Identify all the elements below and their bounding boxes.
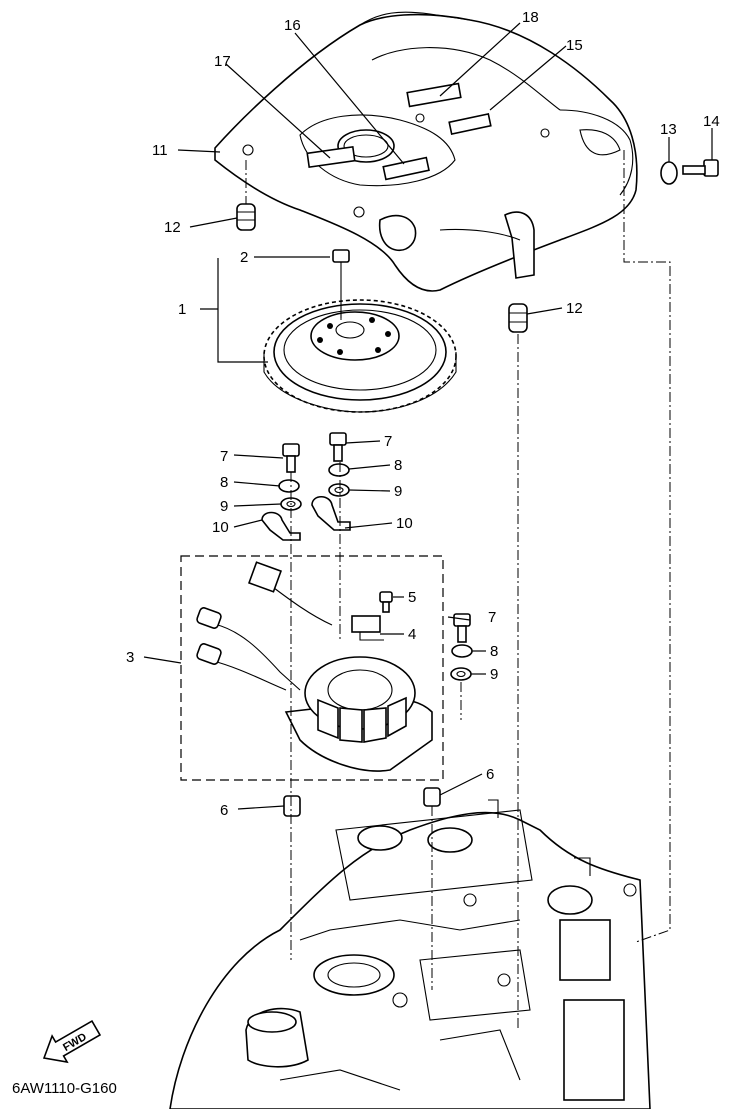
callout-11: 11: [152, 142, 168, 159]
clamp-10-right: [311, 495, 351, 531]
callout-9-middle: 9: [394, 483, 402, 500]
callout-15: 15: [566, 37, 583, 54]
leader-lines: [143, 22, 713, 810]
callout-17: 17: [214, 53, 231, 70]
callout-labels: 1 2 3 4 5 6 6 7 7 7 8 8 8 9 9 9 10 10 11…: [126, 9, 720, 819]
washer-8-middle: [328, 463, 350, 477]
callout-13: 13: [660, 121, 677, 138]
callout-16: 16: [284, 17, 301, 34]
flywheel-magneto: [263, 299, 457, 413]
callout-8-middle: 8: [394, 457, 402, 474]
dowel-pin-6-right: [423, 787, 441, 807]
callout-7-right: 7: [488, 609, 496, 626]
callout-6-right: 6: [486, 766, 494, 783]
stator-assembly: [196, 561, 433, 772]
callout-8-right: 8: [490, 643, 498, 660]
bolt-7-middle: [329, 432, 347, 462]
grommet-12-right: [508, 303, 528, 333]
callout-2: 2: [240, 249, 248, 266]
bolt-7-right: [453, 613, 471, 643]
alignment-lines: [245, 150, 671, 1030]
grommet-12-left: [236, 203, 256, 231]
washer-8-left: [278, 479, 300, 493]
figure-code: 6AW1110-G160: [12, 1080, 117, 1097]
callout-10-left: 10: [212, 519, 229, 536]
flywheel-cover: [214, 11, 638, 292]
callout-9-right: 9: [490, 666, 498, 683]
engine-block: [169, 799, 651, 1109]
collar-13: [660, 161, 678, 185]
callout-4: 4: [408, 626, 416, 643]
bolt-7-left: [282, 443, 300, 473]
callout-14: 14: [703, 113, 720, 130]
callout-6-left: 6: [220, 802, 228, 819]
callout-7-middle: 7: [384, 433, 392, 450]
callout-8-left: 8: [220, 474, 228, 491]
stator-assembly-outline: [180, 555, 444, 781]
washer-9-middle: [328, 483, 350, 497]
dowel-pin-6-left: [283, 795, 301, 817]
callout-12-right: 12: [566, 300, 583, 317]
callout-5: 5: [408, 589, 416, 606]
fwd-label: FWD: [61, 1031, 89, 1054]
callout-12-left: 12: [164, 219, 181, 236]
callout-10-right: 10: [396, 515, 413, 532]
callout-7-left: 7: [220, 448, 228, 465]
screw-5: [379, 591, 393, 613]
callout-3: 3: [126, 649, 134, 666]
clamp-10-left: [261, 511, 301, 541]
callout-18: 18: [522, 9, 539, 26]
bolt-14: [682, 159, 719, 177]
callout-9-left: 9: [220, 498, 228, 515]
callout-1: 1: [178, 301, 186, 318]
forward-arrow-icon: FWD: [42, 1019, 102, 1064]
pulser-coil-4: [351, 615, 384, 641]
washer-9-right: [450, 667, 472, 681]
washer-8-right: [451, 644, 473, 658]
